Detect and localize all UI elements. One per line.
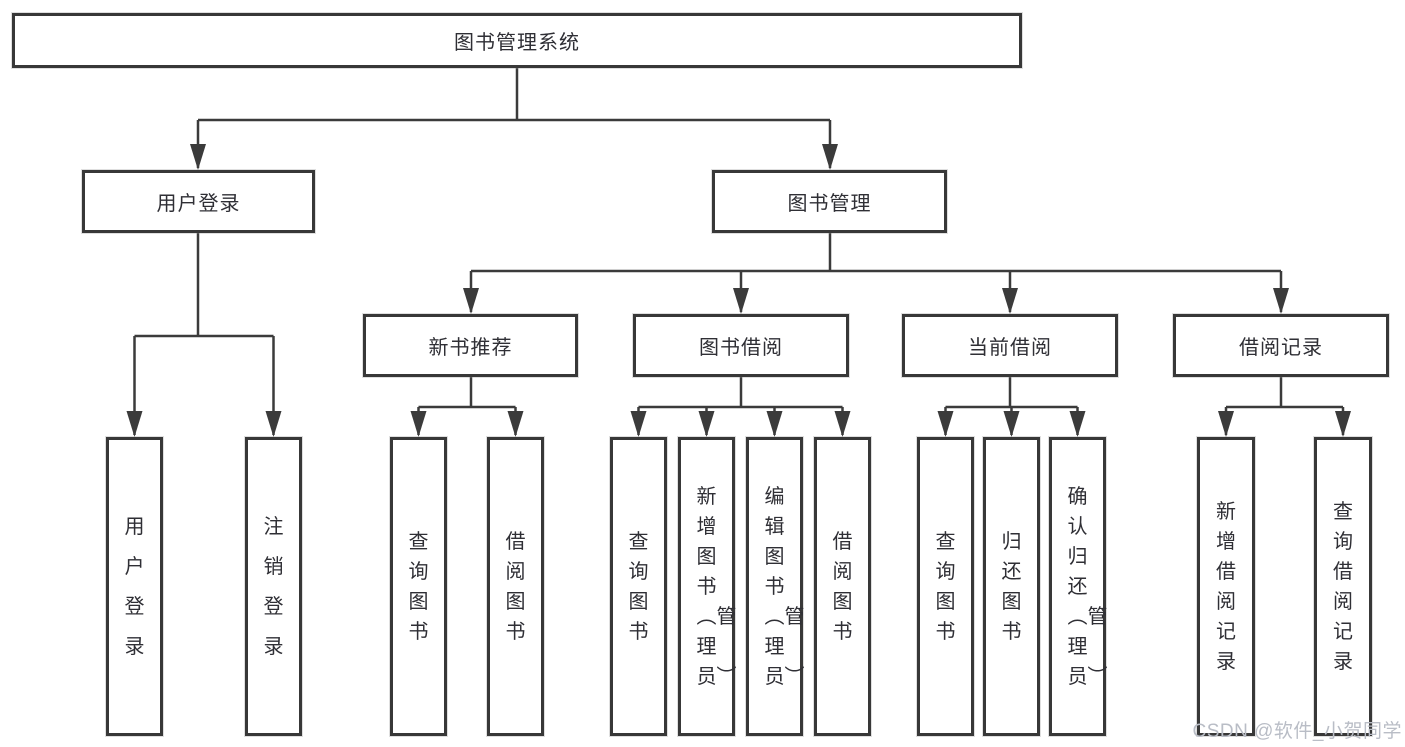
leaf-user-login: 用户登录	[106, 437, 163, 736]
node-label: 图书管理系统	[454, 32, 580, 54]
node-label: 新书推荐	[428, 337, 513, 359]
node-label: 新增借阅记录	[1216, 500, 1236, 673]
leaf-confirm-return-admin: 确认归还︵管理员︶	[1049, 437, 1108, 736]
node-label: 查询图书	[628, 530, 649, 643]
leaf-query-books-borrow: 查询图书	[610, 437, 667, 736]
leaf-add-books-admin: 新增图书︵管理员︶	[678, 437, 737, 736]
leaf-return-books: 归还图书	[983, 437, 1040, 736]
leaf-add-borrow-record: 新增借阅记录	[1197, 437, 1255, 736]
node-label: 当前借阅	[968, 337, 1052, 359]
node-label: 确认归还︵管理员︶	[1067, 485, 1108, 688]
node-label: 用户登录	[156, 193, 241, 215]
node-book-management: 图书管理	[712, 170, 947, 233]
node-current-borrow: 当前借阅	[902, 314, 1118, 377]
leaf-borrow-books-recommend: 借阅图书	[487, 437, 544, 736]
leaf-query-books-current: 查询图书	[917, 437, 974, 736]
node-label: 查询图书	[935, 530, 956, 643]
node-label: 新增图书︵管理员︶	[696, 485, 737, 688]
node-label: 编辑图书︵管理员︶	[764, 485, 805, 688]
node-label: 查询借阅记录	[1333, 500, 1353, 673]
node-label: 用户登录	[124, 515, 145, 658]
leaf-logout: 注销登录	[245, 437, 302, 736]
node-book-borrow: 图书借阅	[633, 314, 849, 377]
node-label: 归还图书	[1001, 530, 1022, 643]
leaf-edit-books-admin: 编辑图书︵管理员︶	[746, 437, 805, 736]
node-library-system: 图书管理系统	[12, 13, 1022, 68]
node-new-book-recommend: 新书推荐	[363, 314, 578, 377]
node-borrow-records: 借阅记录	[1173, 314, 1389, 377]
node-label: 注销登录	[263, 515, 284, 658]
node-label: 借阅记录	[1239, 337, 1323, 359]
node-label: 图书借阅	[699, 337, 783, 359]
node-user-login: 用户登录	[82, 170, 315, 233]
node-label: 图书管理	[787, 193, 872, 215]
node-label: 借阅图书	[832, 530, 853, 643]
leaf-query-borrow-record: 查询借阅记录	[1314, 437, 1372, 736]
node-label: 查询图书	[408, 530, 429, 643]
leaf-borrow-books: 借阅图书	[814, 437, 871, 736]
leaf-query-books-recommend: 查询图书	[390, 437, 447, 736]
csdn-watermark: CSDN @软件_小贺同学	[1192, 721, 1402, 742]
connector-line	[133, 68, 1345, 435]
node-label: 借阅图书	[505, 530, 526, 643]
